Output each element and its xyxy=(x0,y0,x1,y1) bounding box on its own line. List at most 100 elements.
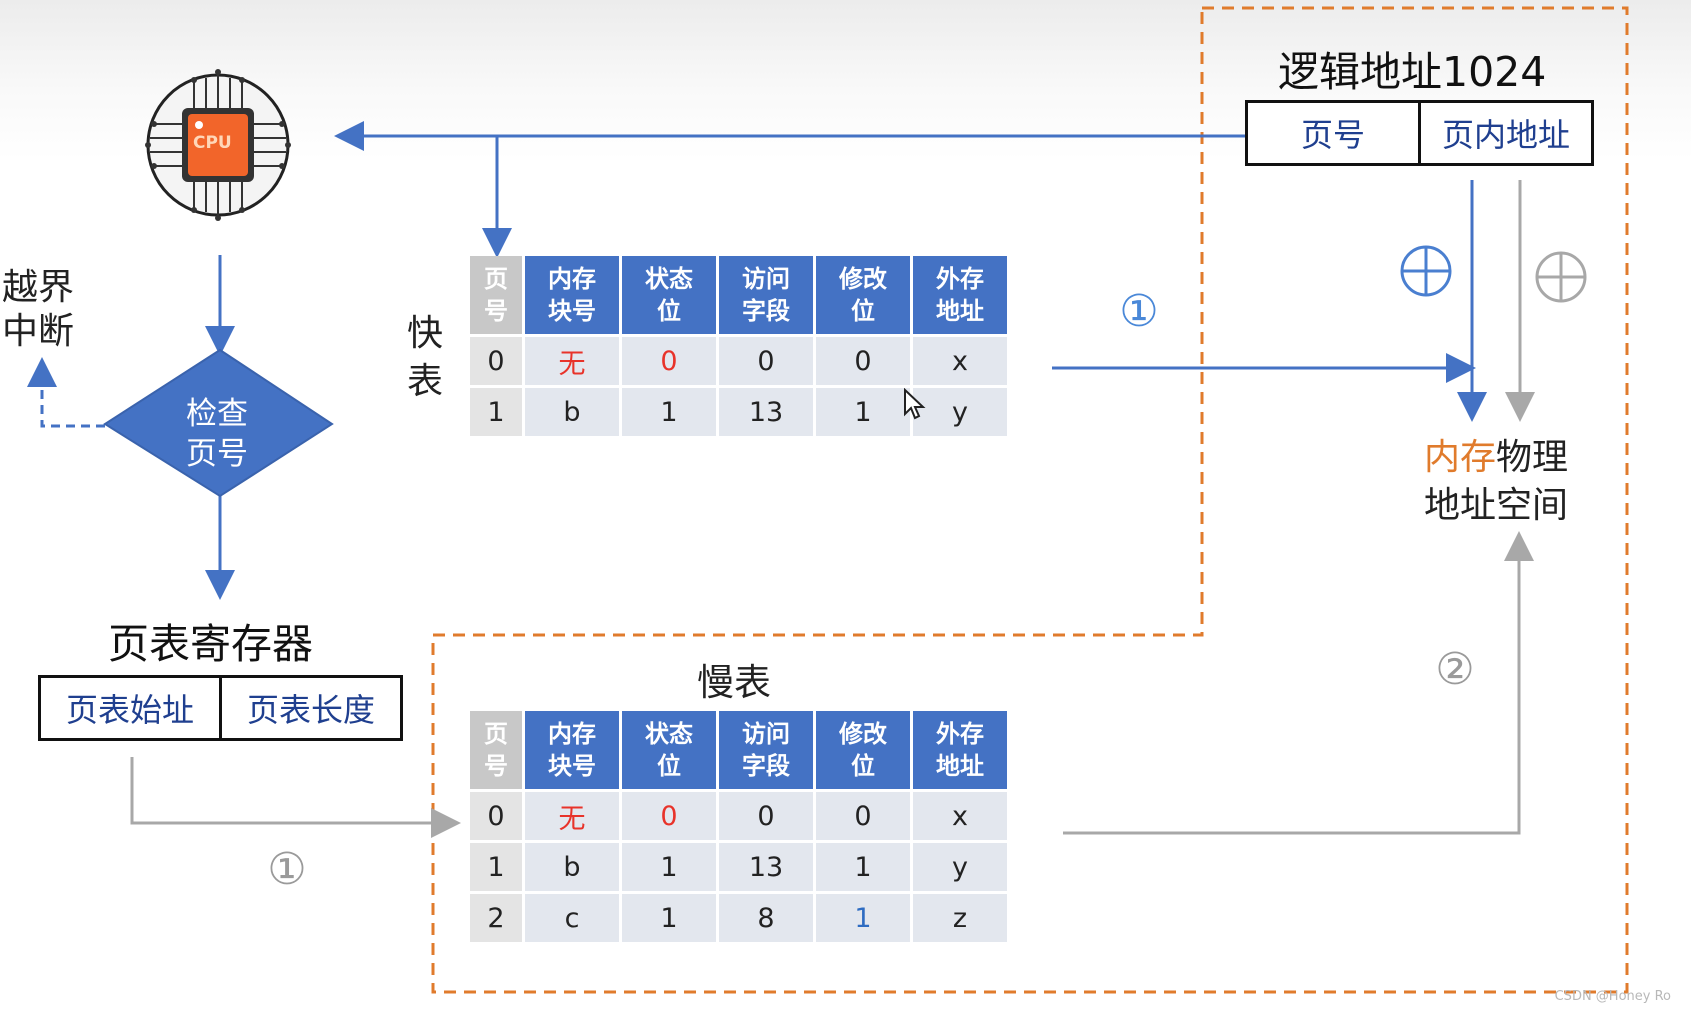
slow-step-marker-left: ① xyxy=(267,843,307,895)
table-cell: b xyxy=(525,843,619,891)
header-text: 访问 xyxy=(742,720,790,748)
header-text: 号 xyxy=(484,297,508,325)
tlb-label-line2: 表 xyxy=(407,361,444,402)
table-cell: 1 xyxy=(816,843,910,891)
header-text: 字段 xyxy=(742,752,790,780)
overflow-label-line1: 越界 xyxy=(2,267,75,308)
table-cell: 1 xyxy=(622,843,716,891)
logical-page-number: 页号 xyxy=(1300,116,1365,154)
table-header-cell: 修改位 xyxy=(816,711,910,789)
table-cell: b xyxy=(525,388,619,436)
check-diamond xyxy=(103,348,334,498)
slow-table-to-memory-arrow xyxy=(1063,531,1534,835)
table-header-row: 页号内存块号状态位访问字段修改位外存地址 xyxy=(470,256,1007,334)
table-cell: 0 xyxy=(470,337,522,385)
slow-table-title: 慢表 xyxy=(697,661,771,704)
table-cell: 8 xyxy=(719,894,813,942)
header-text: 内存 xyxy=(548,720,596,748)
plus-circle-blue-icon xyxy=(1400,245,1452,297)
table-cell: 1 xyxy=(470,843,522,891)
watermark: CSDN @Honey Ro xyxy=(1554,989,1671,1004)
memory-word: 内存 xyxy=(1424,437,1497,478)
check-text-line1: 检查 xyxy=(186,396,248,432)
header-text: 外存 xyxy=(936,720,984,748)
cpu-label: CPU xyxy=(193,133,232,153)
overflow-label-line2: 中断 xyxy=(2,311,75,352)
header-text: 块号 xyxy=(548,752,596,780)
table-cell: 0 xyxy=(622,792,716,840)
table-cell: 13 xyxy=(719,843,813,891)
header-text: 地址 xyxy=(936,297,984,325)
header-text: 状态 xyxy=(645,720,693,748)
table-header-cell: 页号 xyxy=(470,256,522,334)
table-cell: 0 xyxy=(719,337,813,385)
header-text: 位 xyxy=(657,297,681,325)
header-text: 修改 xyxy=(839,265,887,293)
tlb-step-marker: ① xyxy=(1119,285,1159,337)
header-text: 修改 xyxy=(839,720,887,748)
table-header-cell: 外存地址 xyxy=(913,711,1007,789)
table-cell: x xyxy=(913,337,1007,385)
table-cell: 1 xyxy=(816,894,910,942)
table-cell: 1 xyxy=(622,894,716,942)
table-header-cell: 外存地址 xyxy=(913,256,1007,334)
table-cell: y xyxy=(913,843,1007,891)
mouse-cursor-icon xyxy=(904,388,926,420)
table-cell: x xyxy=(913,792,1007,840)
physical-word: 物理 xyxy=(1496,437,1569,478)
header-text: 位 xyxy=(657,752,681,780)
slow-step-marker-right: ② xyxy=(1435,643,1475,695)
table-header-row: 页号内存块号状态位访问字段修改位外存地址 xyxy=(470,711,1007,789)
table-header-cell: 状态位 xyxy=(622,256,716,334)
tlb-label-line1: 快 xyxy=(407,313,444,354)
cpu-chip-icon xyxy=(145,69,291,221)
header-text: 号 xyxy=(484,752,508,780)
header-text: 位 xyxy=(851,297,875,325)
table-header-cell: 修改位 xyxy=(816,256,910,334)
memory-space-line1: 内存物理 xyxy=(1424,428,1568,480)
page-table-register-title: 页表寄存器 xyxy=(108,620,313,668)
table-cell: 0 xyxy=(622,337,716,385)
table-cell: 2 xyxy=(470,894,522,942)
table-header-cell: 内存块号 xyxy=(525,711,619,789)
table-cell: 1 xyxy=(470,388,522,436)
table-cell: c xyxy=(525,894,619,942)
table-cell: z xyxy=(913,894,1007,942)
table-cell: 无 xyxy=(525,792,619,840)
check-text-line2: 页号 xyxy=(186,436,248,472)
memory-space-line2: 地址空间 xyxy=(1424,485,1569,526)
tlb-region-border xyxy=(431,6,1629,994)
table-header-cell: 页号 xyxy=(470,711,522,789)
table-cell: y xyxy=(913,388,1007,436)
table-cell: 0 xyxy=(816,792,910,840)
header-text: 页 xyxy=(484,720,508,748)
logical-address-box: 页号 页内地址 xyxy=(1245,100,1594,166)
header-text: 页 xyxy=(484,265,508,293)
table-cell: 无 xyxy=(525,337,619,385)
register-length: 页表长度 xyxy=(219,678,400,738)
overflow-dashed-arrow xyxy=(27,357,105,428)
logical-address-title: 逻辑地址1024 xyxy=(1278,48,1547,96)
table-cell: 0 xyxy=(719,792,813,840)
page-table-register-box: 页表始址 页表长度 xyxy=(38,675,403,741)
logical-page-offset: 页内地址 xyxy=(1418,103,1591,163)
table-cell: 1 xyxy=(816,388,910,436)
register-start-address: 页表始址 xyxy=(65,691,194,729)
table-header-cell: 内存块号 xyxy=(525,256,619,334)
header-text: 外存 xyxy=(936,265,984,293)
table-header-cell: 访问字段 xyxy=(719,711,813,789)
table-cell: 13 xyxy=(719,388,813,436)
header-text: 地址 xyxy=(936,752,984,780)
table-cell: 0 xyxy=(470,792,522,840)
header-text: 内存 xyxy=(548,265,596,293)
header-text: 状态 xyxy=(645,265,693,293)
table-cell: 0 xyxy=(816,337,910,385)
